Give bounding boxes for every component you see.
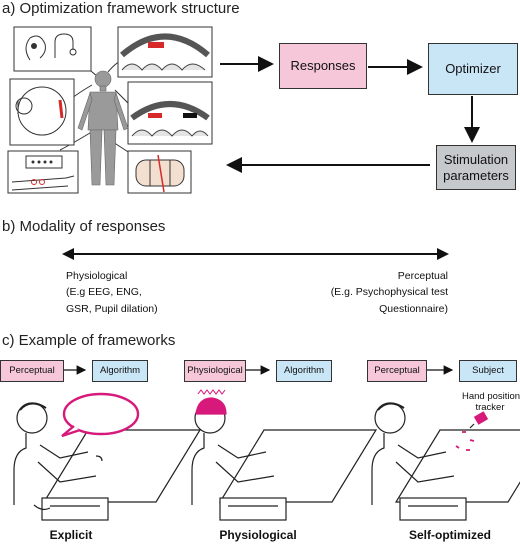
tracker-label-line-2: tracker — [475, 401, 505, 413]
physiological-caption: Physiological — [219, 528, 297, 542]
explicit-to-box: Algorithm — [92, 360, 148, 382]
physiological-from-box: Physiological — [184, 360, 246, 382]
physiological-examples-2: GSR, Pupil dilation) — [66, 302, 158, 315]
ear-implant-icon — [13, 26, 92, 72]
responses-box: Responses — [279, 43, 367, 89]
human-body-icon — [77, 70, 129, 186]
eye-implant-icon — [9, 78, 75, 146]
section-a-heading: a) Optimization framework structure — [2, 0, 240, 17]
optimizer-box: Optimizer — [428, 43, 518, 95]
section-b-heading: b) Modality of responses — [2, 218, 166, 235]
physiological-label: Physiological — [66, 270, 128, 282]
tracker-label-line-1: Hand position — [462, 391, 520, 402]
brain-cortex-icon — [117, 26, 213, 78]
perceptual-examples-2: Questionnaire) — [379, 302, 448, 315]
modality-double-arrow — [62, 248, 449, 260]
hand-position-tracker-label: Hand position tracker — [462, 391, 520, 414]
explicit-caption: Explicit — [49, 528, 93, 542]
perceptual-label: Perceptual — [397, 270, 448, 282]
nerve-cuff-icon — [127, 150, 192, 194]
explicit-from-box: Perceptual — [0, 360, 64, 382]
explicit-scene — [13, 392, 202, 521]
perceptual-modality-text: Perceptual (E.g. Psychophysical test Que… — [331, 268, 448, 317]
self-optimized-scene — [371, 402, 520, 521]
self-optimized-to-box: Subject — [459, 360, 517, 382]
physiological-modality-text: Physiological (E.g EEG, ENG, GSR, Pupil … — [66, 268, 158, 317]
self-optimized-from-box: Perceptual — [367, 360, 427, 382]
section-c-heading: c) Example of frameworks — [2, 332, 176, 349]
physiological-examples-1: (E.g EEG, ENG, — [66, 286, 142, 299]
perceptual-examples-1: (E.g. Psychophysical test — [330, 286, 448, 299]
self-optimized-caption: Self-optimized — [408, 528, 491, 542]
stimulation-box: Stimulation parameters — [436, 145, 516, 190]
physiological-to-box: Algorithm — [276, 360, 332, 382]
physiological-scene — [191, 389, 378, 521]
forearm-stimulator-icon — [7, 150, 79, 194]
brain-deep-icon — [127, 81, 213, 145]
